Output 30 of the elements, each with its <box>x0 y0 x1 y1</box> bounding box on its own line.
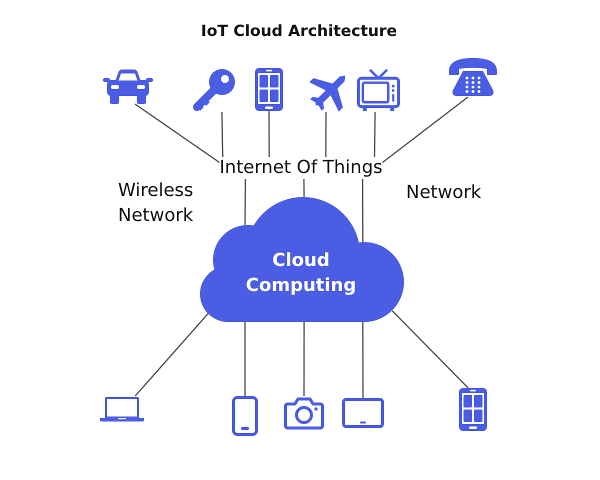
connector-line <box>134 103 220 164</box>
connector-line <box>268 111 270 157</box>
camera-icon <box>284 396 324 430</box>
connector-line <box>221 112 224 158</box>
tablet-icon <box>342 398 384 428</box>
key-icon <box>192 68 236 112</box>
connector-line <box>382 96 468 164</box>
connector-line <box>392 310 469 388</box>
node-label: Internet Of Things <box>219 157 383 179</box>
connector-line <box>374 112 376 157</box>
airplane-icon <box>309 75 346 112</box>
connector-line <box>303 179 305 197</box>
node-label: Cloud Computing <box>246 249 356 298</box>
car-icon <box>103 68 153 104</box>
text-label: Wireless Network <box>118 179 194 228</box>
connector-line <box>303 322 305 396</box>
smartphone-icon <box>232 396 258 436</box>
connector-line <box>362 179 364 242</box>
cloud-shape <box>198 196 404 322</box>
tv-icon <box>357 68 400 112</box>
connector-line <box>362 322 364 398</box>
connector-line <box>134 313 209 396</box>
title: IoT Cloud Architecture <box>200 21 398 41</box>
connector-line <box>244 179 246 226</box>
connector-line <box>244 322 246 396</box>
laptop-icon <box>100 396 144 422</box>
telephone-icon <box>448 57 498 97</box>
text-label: Network <box>406 181 482 205</box>
smartphone-icon <box>255 68 283 111</box>
smartphone-icon <box>459 388 487 431</box>
